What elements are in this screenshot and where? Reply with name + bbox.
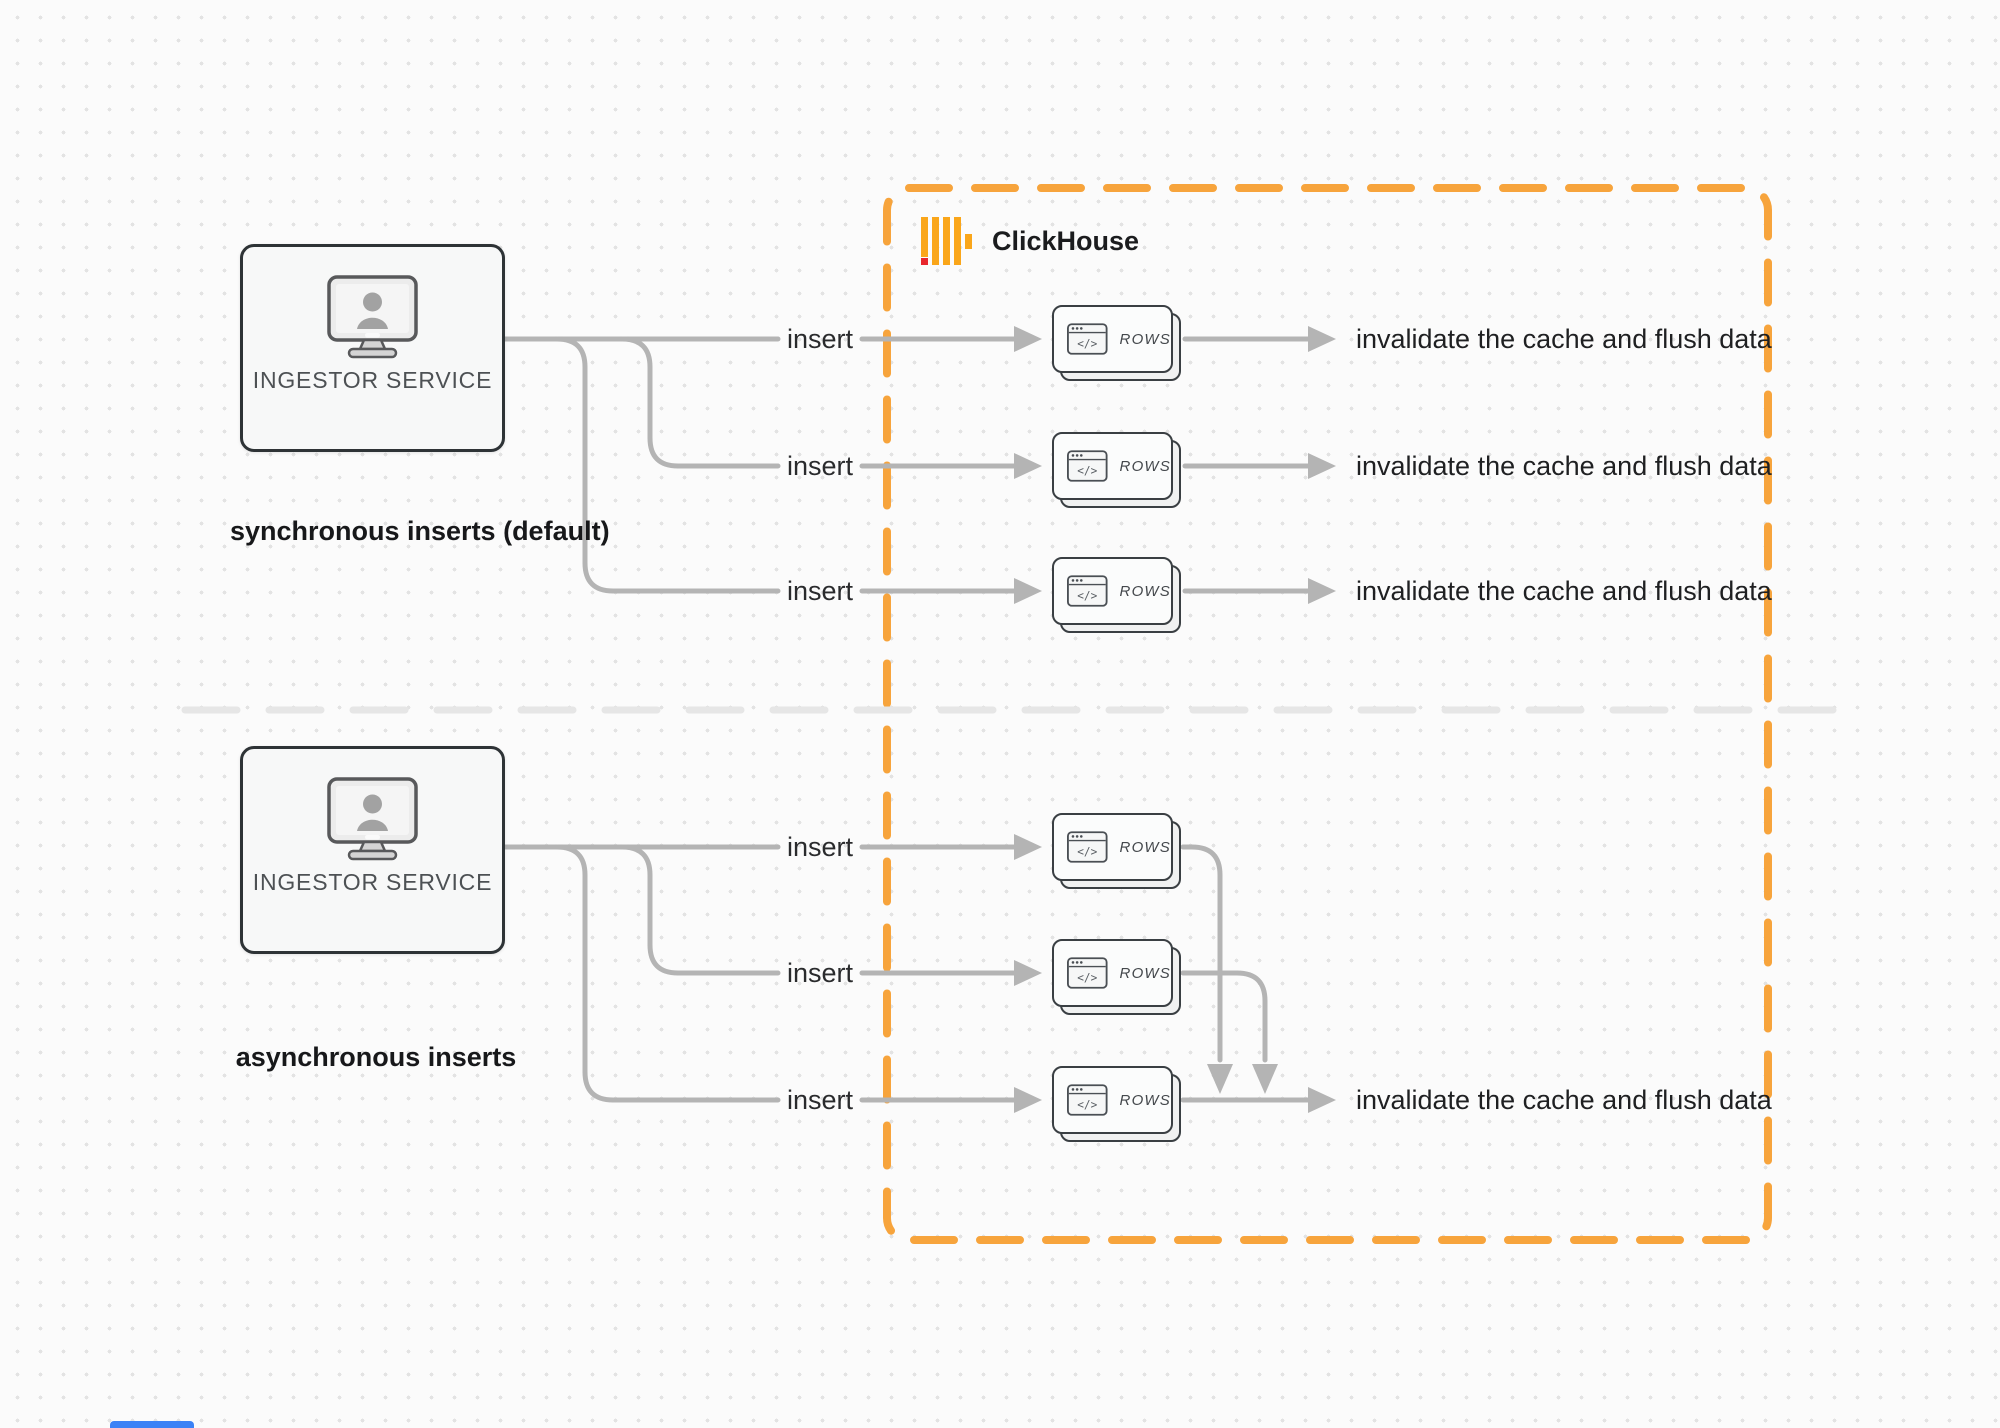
monitor-user-icon bbox=[327, 777, 418, 861]
rows-card-front: </> ROWS bbox=[1052, 432, 1173, 500]
ingestor-service-label: INGESTOR SERVICE bbox=[252, 367, 493, 393]
rows-card-front: </> ROWS bbox=[1052, 939, 1173, 1007]
browser-window-icon: </> bbox=[1067, 957, 1108, 989]
rows-card: </> ROWS bbox=[1052, 813, 1181, 889]
clickhouse-brand: ClickHouse bbox=[921, 217, 1139, 265]
rows-label: ROWS bbox=[1119, 582, 1171, 600]
invalidate-label: invalidate the cache and flush data bbox=[1356, 324, 1772, 354]
invalidate-label: invalidate the cache and flush data bbox=[1356, 451, 1772, 481]
ingestor-service-label: INGESTOR SERVICE bbox=[252, 869, 493, 895]
rows-card: </> ROWS bbox=[1052, 939, 1181, 1015]
ingestor-service-box-async: INGESTOR SERVICE bbox=[240, 746, 505, 954]
insert-label: insert bbox=[786, 832, 854, 862]
ingestor-service-box-sync: INGESTOR SERVICE bbox=[240, 244, 505, 452]
insert-label: insert bbox=[786, 576, 854, 606]
arrowheads bbox=[1014, 326, 1336, 1113]
browser-window-icon: </> bbox=[1067, 831, 1108, 863]
rows-card-front: </> ROWS bbox=[1052, 1066, 1173, 1134]
insert-label: insert bbox=[786, 958, 854, 988]
rows-label: ROWS bbox=[1119, 964, 1171, 982]
rows-card: </> ROWS bbox=[1052, 557, 1181, 633]
browser-window-icon: </> bbox=[1067, 575, 1108, 607]
rows-card: </> ROWS bbox=[1052, 432, 1181, 508]
insert-label: insert bbox=[786, 324, 854, 354]
rows-label: ROWS bbox=[1119, 457, 1171, 475]
svg-text:</>: </> bbox=[1077, 337, 1097, 350]
browser-window-icon: </> bbox=[1067, 1084, 1108, 1116]
rows-card: </> ROWS bbox=[1052, 305, 1181, 381]
partial-blue-element bbox=[110, 1421, 194, 1428]
clickhouse-brand-name: ClickHouse bbox=[992, 225, 1140, 256]
async-caption: asynchronous inserts bbox=[235, 1042, 517, 1072]
rows-label: ROWS bbox=[1119, 330, 1171, 348]
browser-window-icon: </> bbox=[1067, 450, 1108, 482]
svg-text:</>: </> bbox=[1077, 589, 1097, 602]
rows-card-front: </> ROWS bbox=[1052, 557, 1173, 625]
rows-label: ROWS bbox=[1119, 1091, 1171, 1109]
clickhouse-logo-icon bbox=[921, 217, 972, 265]
browser-window-icon: </> bbox=[1067, 323, 1108, 355]
monitor-user-icon bbox=[327, 275, 418, 359]
svg-text:</>: </> bbox=[1077, 971, 1097, 984]
rows-card-front: </> ROWS bbox=[1052, 813, 1173, 881]
rows-label: ROWS bbox=[1119, 838, 1171, 856]
sync-caption: synchronous inserts (default) bbox=[230, 516, 610, 546]
insert-label: insert bbox=[786, 451, 854, 481]
rows-card-front: </> ROWS bbox=[1052, 305, 1173, 373]
svg-text:</>: </> bbox=[1077, 1098, 1097, 1111]
invalidate-label: invalidate the cache and flush data bbox=[1356, 576, 1772, 606]
svg-text:</>: </> bbox=[1077, 845, 1097, 858]
insert-label: insert bbox=[786, 1085, 854, 1115]
clickhouse-dashed-box bbox=[883, 184, 1772, 1244]
svg-text:</>: </> bbox=[1077, 464, 1097, 477]
rows-card: </> ROWS bbox=[1052, 1066, 1181, 1142]
invalidate-label: invalidate the cache and flush data bbox=[1356, 1085, 1772, 1115]
